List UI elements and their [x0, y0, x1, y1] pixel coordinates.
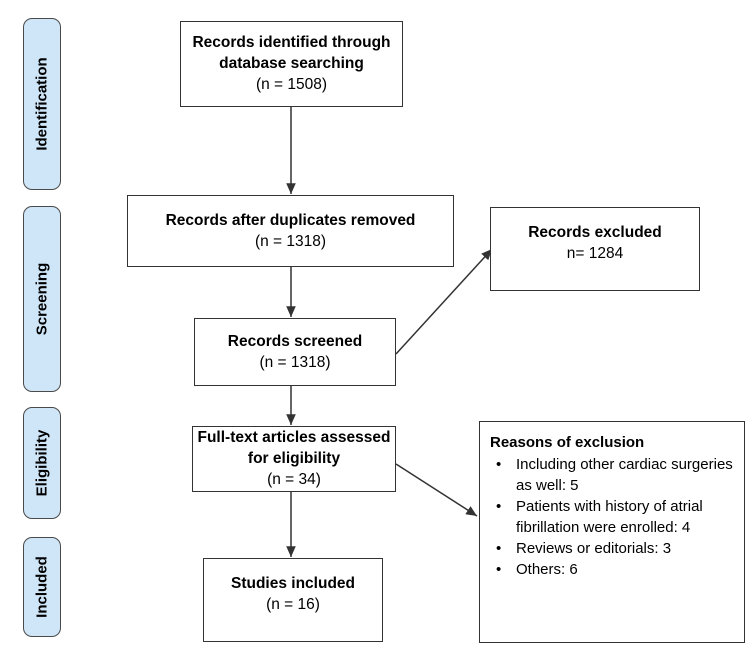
box-count: (n = 1318): [259, 353, 331, 371]
reason-item: Others: 6: [490, 559, 736, 580]
box-count: (n = 16): [266, 596, 320, 613]
box-count: n= 1284: [566, 245, 624, 262]
phase-screening: Screening: [23, 206, 61, 392]
box-after-duplicates: Records after duplicates removed (n = 13…: [127, 195, 454, 267]
reason-item: Patients with history of atrial fibrilla…: [490, 496, 736, 538]
box-title: Records identified through database sear…: [192, 34, 391, 72]
arrow-fulltext-to-reasons: [395, 463, 478, 517]
reason-item: Including other cardiac surgeries as wel…: [490, 454, 736, 496]
box-count: (n = 1318): [254, 232, 327, 250]
box-title: Records screened: [227, 332, 363, 350]
phase-eligibility: Eligibility: [23, 407, 61, 519]
box-count: (n = 1508): [255, 76, 328, 93]
phase-label: Identification: [33, 57, 51, 151]
phase-label: Eligibility: [33, 429, 51, 497]
phase-label: Screening: [33, 262, 51, 336]
phase-label: Included: [33, 556, 51, 618]
reasons-heading: Reasons of exclusion: [490, 434, 645, 451]
box-records-identified: Records identified through database sear…: [180, 21, 403, 107]
arrow-screened-to-excluded: [395, 248, 493, 355]
box-studies-included: Studies included (n = 16): [203, 558, 383, 642]
box-full-text-assessed: Full-text articles assessed for eligibil…: [192, 426, 396, 492]
reasons-list: Including other cardiac surgeries as wel…: [490, 454, 736, 580]
box-title: Records excluded: [528, 224, 662, 241]
box-title: Full-text articles assessed for eligibil…: [197, 429, 391, 467]
reason-item: Reviews or editorials: 3: [490, 538, 736, 559]
phase-included: Included: [23, 537, 61, 637]
box-records-screened: Records screened (n = 1318): [194, 318, 396, 386]
box-records-excluded: Records excluded n= 1284: [490, 207, 700, 291]
box-title: Records after duplicates removed: [165, 211, 416, 229]
box-title: Studies included: [230, 575, 355, 592]
phase-identification: Identification: [23, 18, 61, 190]
box-count: (n = 34): [267, 471, 321, 488]
box-reasons-of-exclusion: Reasons of exclusion Including other car…: [479, 421, 745, 643]
